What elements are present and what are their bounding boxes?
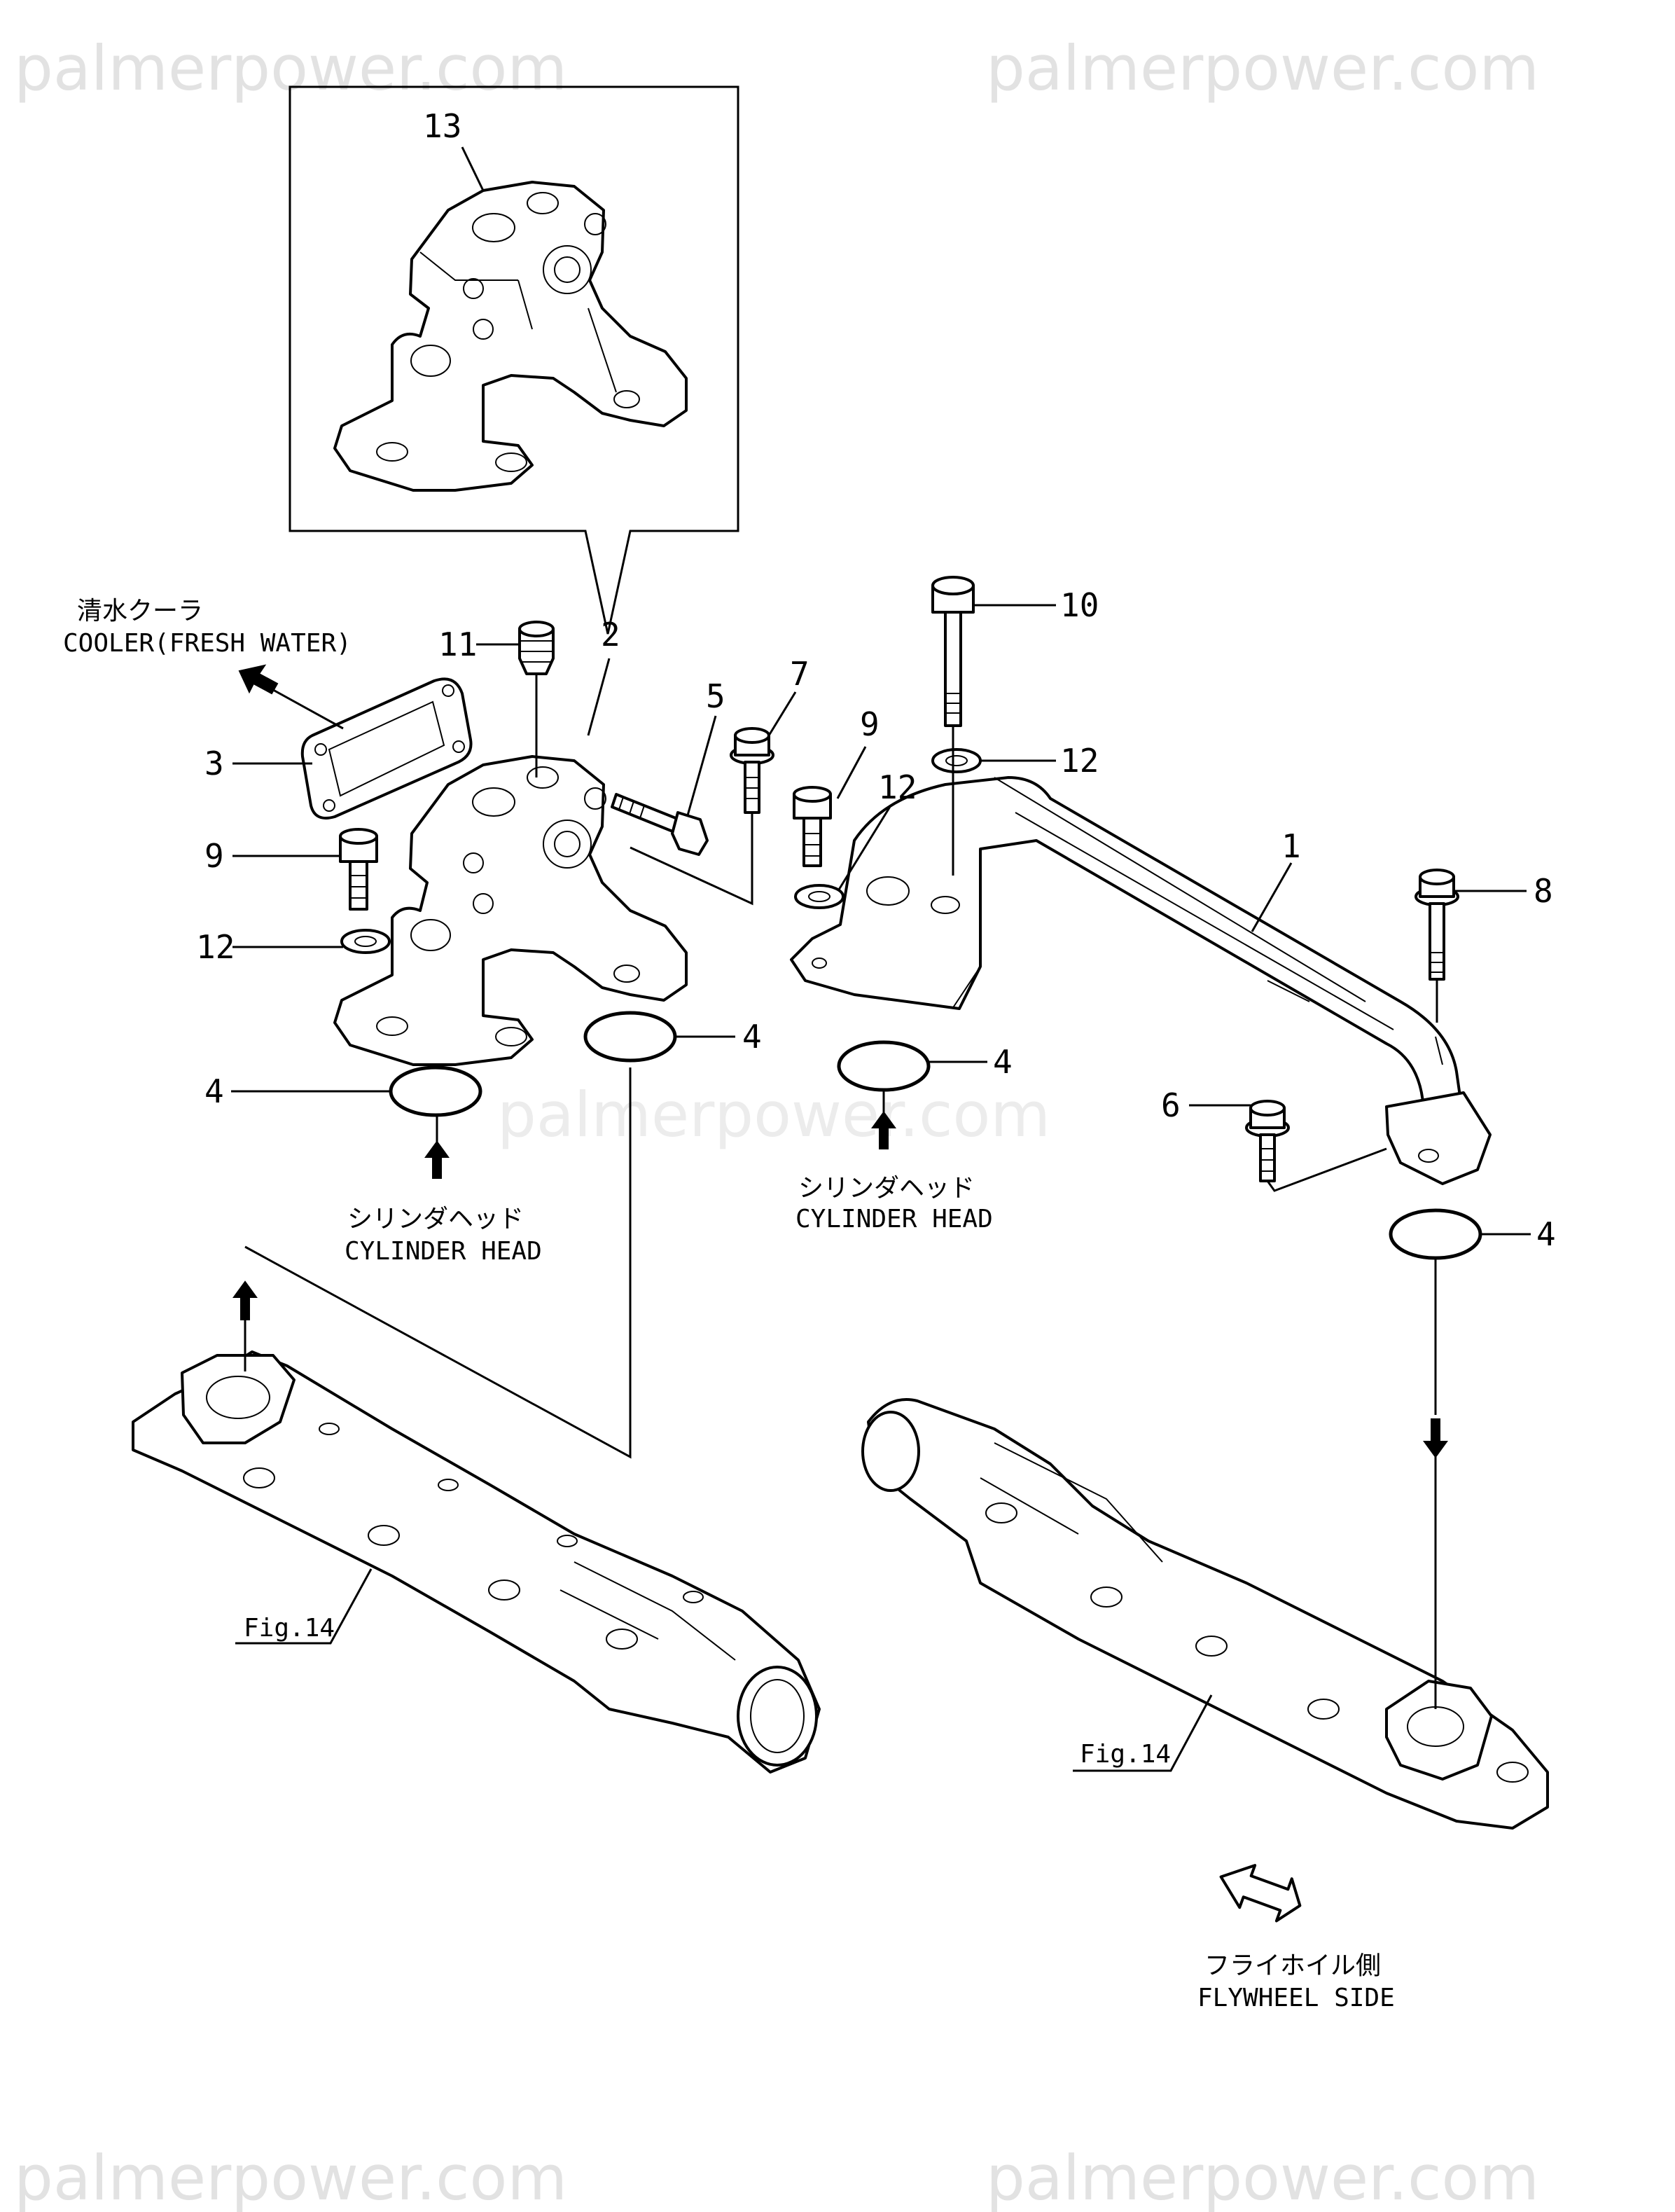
fig-ref-right-line — [1073, 1694, 1213, 1772]
part-4-oring-d — [1389, 1208, 1482, 1260]
cylinder-head-arrow-right — [871, 1111, 896, 1149]
watermark-bottom-left: palmerpower.com — [14, 2142, 567, 2212]
part-11-plug — [518, 621, 555, 675]
part-12-washer-right — [794, 884, 845, 909]
part-6-bolt — [1245, 1100, 1290, 1182]
callout-7: 7 — [790, 655, 809, 693]
part-5-bolt — [611, 793, 709, 856]
part-9-bolt-left — [339, 828, 378, 911]
cooler-arrow — [238, 664, 279, 695]
callout-4-d: 4 — [1536, 1215, 1556, 1253]
link-6-down — [1266, 1147, 1387, 1192]
leader-9-right — [836, 746, 867, 799]
callout-6: 6 — [1161, 1086, 1181, 1124]
leader-1 — [1251, 862, 1293, 932]
leader-13 — [461, 146, 485, 191]
link-7-to-housing — [630, 813, 753, 906]
callout-12-right: 12 — [878, 768, 917, 806]
callout-12-left: 12 — [196, 928, 235, 966]
callout-11: 11 — [438, 625, 477, 663]
callout-4-c: 4 — [993, 1043, 1013, 1081]
callout-10: 10 — [1060, 586, 1099, 624]
callout-4-a: 4 — [204, 1072, 224, 1110]
flywheel-arrow-icon — [1219, 1864, 1302, 1923]
flywheel-label-en: FLYWHEEL SIDE — [1197, 1984, 1395, 2012]
right-manifold-arrow — [1423, 1418, 1448, 1458]
part-4-oring-a — [389, 1065, 482, 1117]
right-exhaust-manifold-drawing — [861, 1398, 1549, 1830]
callout-12-right-top: 12 — [1060, 742, 1099, 780]
part-10-long-bolt — [931, 576, 975, 727]
callout-1: 1 — [1281, 827, 1301, 865]
callout-9-right: 9 — [860, 705, 880, 743]
leader-2 — [587, 658, 611, 736]
part-1-water-pipe — [790, 776, 1492, 1185]
fig-ref-left-line — [235, 1568, 373, 1645]
part-4-oring-b — [583, 1011, 677, 1063]
watermark-bottom-right: palmerpower.com — [986, 2142, 1539, 2212]
part-12-washer-right-top — [931, 748, 982, 773]
part-2-thermostat-housing — [333, 755, 688, 1066]
cylinder-head-label-en-right: CYLINDER HEAD — [795, 1205, 993, 1233]
left-manifold-arrow — [232, 1280, 258, 1320]
part-9-bolt-right — [793, 786, 832, 867]
link-left-manifold — [244, 1067, 632, 1459]
watermark-top-right: palmerpower.com — [986, 32, 1539, 104]
part-3-gasket — [300, 677, 473, 820]
part-8-bolt — [1415, 869, 1459, 981]
fig-ref-right: Fig.14 — [1080, 1740, 1171, 1769]
cylinder-head-label-jp-right: シリンダヘッド — [798, 1174, 975, 1203]
cylinder-head-label-jp-left: シリンダヘッド — [347, 1205, 524, 1233]
part-13-housing-drawing — [333, 181, 688, 492]
callout-13: 13 — [423, 107, 461, 145]
cooler-label-en: COOLER(FRESH WATER) — [63, 629, 352, 658]
watermark-center: palmerpower.com — [497, 1079, 1050, 1151]
left-exhaust-manifold-drawing — [132, 1350, 821, 1774]
part-12-washer-left — [340, 929, 391, 954]
leader-5 — [686, 715, 717, 816]
callout-4-b: 4 — [742, 1018, 762, 1056]
detail-callout-box — [289, 85, 739, 635]
leader-7 — [767, 691, 797, 736]
callout-5: 5 — [706, 677, 725, 715]
cylinder-head-label-en-left: CYLINDER HEAD — [345, 1237, 542, 1266]
leader-12-right — [837, 805, 892, 890]
flywheel-label-jp: フライホイル側 — [1204, 1951, 1381, 1980]
callout-2: 2 — [601, 616, 620, 654]
cylinder-head-arrow-left — [424, 1140, 450, 1179]
cooler-label-jp: 清水クーラ — [77, 597, 203, 625]
part-7-bolt — [730, 727, 774, 814]
fig-ref-left: Fig.14 — [244, 1614, 335, 1643]
callout-9-left: 9 — [204, 837, 224, 875]
callout-3: 3 — [204, 745, 224, 782]
callout-8: 8 — [1534, 872, 1553, 910]
